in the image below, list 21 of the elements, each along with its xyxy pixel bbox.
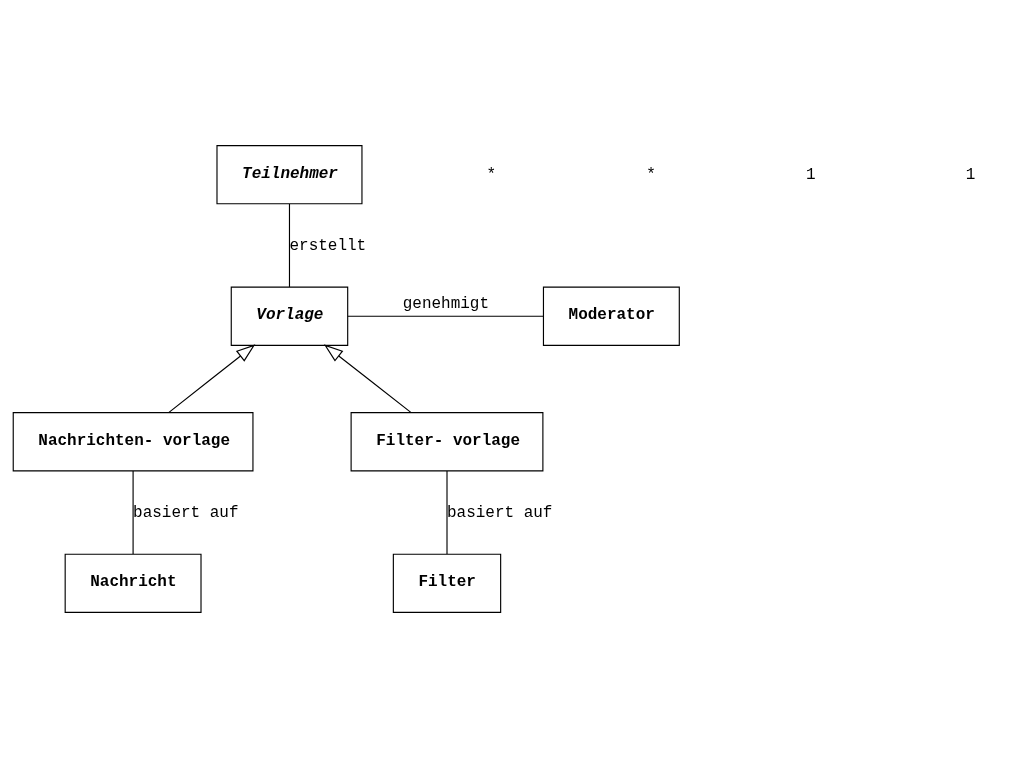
- edge-label: basiert auf: [133, 503, 239, 522]
- node-box: Vorlage: [230, 286, 349, 346]
- node-box: Filter: [392, 553, 502, 613]
- edge-label: erstellt: [289, 236, 367, 255]
- arrow: [168, 344, 256, 413]
- connector: [132, 470, 134, 555]
- label: *: [646, 165, 656, 184]
- connector: [288, 203, 291, 288]
- node-box: Teilnehmer: [216, 145, 363, 205]
- label: 1: [806, 165, 816, 184]
- node-box: Moderator: [542, 286, 680, 346]
- edge-label: genehmigt: [402, 295, 490, 314]
- label: 1: [965, 165, 976, 184]
- label: *: [486, 165, 496, 184]
- edge-label: basiert auf: [447, 503, 553, 522]
- node-box: Filter- vorlage: [350, 412, 544, 472]
- connector: [347, 315, 544, 317]
- arrow: [323, 344, 412, 413]
- node-box: Nachrichten- vorlage: [12, 412, 254, 472]
- connector: [446, 470, 448, 555]
- node-box: Nachricht: [64, 553, 202, 613]
